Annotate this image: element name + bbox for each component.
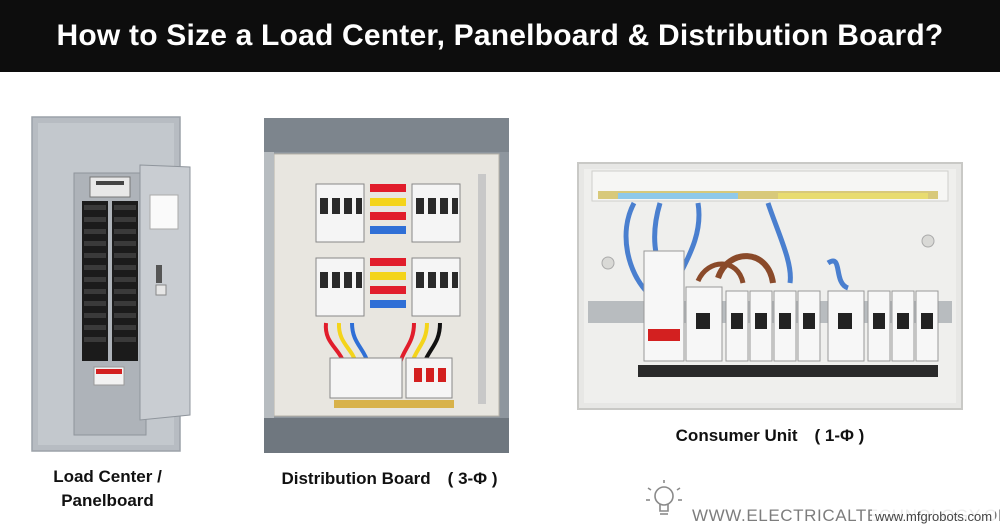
consumer-unit-image — [577, 162, 963, 410]
load-center-image — [31, 116, 191, 452]
lightbulb-logo-icon — [646, 480, 682, 515]
load-center-caption: Load Center / Panelboard — [20, 465, 195, 513]
page-title: How to Size a Load Center, Panelboard & … — [56, 19, 944, 52]
distribution-board-caption: Distribution Board ( 3-Φ ) — [281, 469, 498, 488]
credit-watermark: www.mfgrobots.com — [872, 509, 996, 524]
load-center-caption-line1: Load Center / — [53, 467, 162, 486]
load-center-caption-line2: Panelboard — [61, 491, 154, 510]
title-banner: How to Size a Load Center, Panelboard & … — [0, 0, 1000, 72]
consumer-unit-caption: Consumer Unit ( 1-Φ ) — [675, 426, 865, 445]
distribution-board-image — [264, 118, 509, 453]
